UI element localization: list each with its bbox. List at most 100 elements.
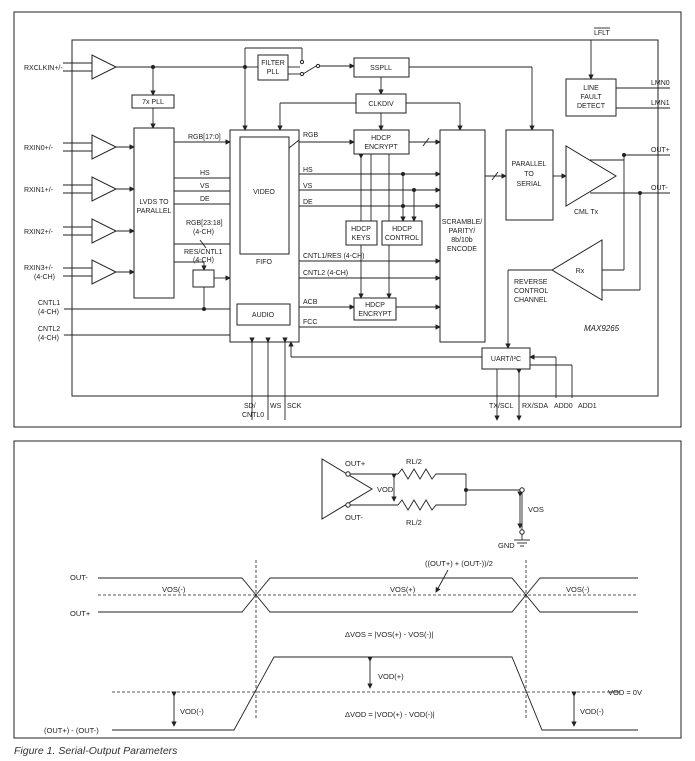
- uart-i2c-label: UART/I²C: [491, 356, 521, 363]
- res-cntl-mux: [192, 269, 215, 288]
- hdcp-keys-label-2: KEYS: [352, 235, 371, 242]
- cntl2-label: CNTL2: [38, 326, 60, 333]
- vod-neg-2-label: VOD(-): [580, 707, 604, 716]
- cntl1-label: CNTL1: [38, 300, 60, 307]
- line-fault-label-2: FAULT: [580, 94, 602, 101]
- sspll-block: [353, 57, 410, 78]
- lvds-label-1: LVDS TO: [139, 199, 169, 206]
- hdcp-control-label-2: CONTROL: [385, 235, 419, 242]
- chip-boundary: [71, 39, 659, 397]
- rxin0-buffer: [91, 134, 118, 160]
- clkdiv-label: CLKDIV: [368, 101, 394, 108]
- sd-pin-sub: CNTL0: [242, 412, 264, 419]
- line-fault-detect-block: [565, 78, 617, 117]
- rxin3-buffer: [91, 259, 118, 285]
- sspll-label: SSPLL: [370, 65, 392, 72]
- lflt-pin: LFLT: [594, 30, 611, 37]
- de-in-label: DE: [200, 196, 210, 203]
- vos-neg-2-label: VOS(-): [566, 585, 590, 594]
- cntl1-res-label: CNTL1/RES (4-CH): [303, 253, 364, 260]
- rx-sda-pin: RX/SDA: [522, 403, 548, 410]
- filter-pll-block: [257, 54, 289, 81]
- output-driver-symbol: [321, 458, 373, 520]
- parallel-to-serial-block: [505, 129, 554, 221]
- gnd-label: GND: [498, 541, 515, 550]
- p2s-label-2: TO: [524, 171, 534, 178]
- video-label: VIDEO: [253, 189, 275, 196]
- rxin0-label: RXIN0+/-: [24, 145, 54, 152]
- hs-out-label: HS: [303, 167, 313, 174]
- differential-label: (OUT+) - (OUT-): [44, 726, 99, 735]
- reverse-label-2: CONTROL: [514, 288, 548, 295]
- scramble-label-3: 8b/10b: [451, 237, 473, 244]
- video-block: [239, 136, 290, 255]
- hdcp-control-label-1: HDCP: [392, 226, 412, 233]
- vos-neg-1-label: VOS(-): [162, 585, 186, 594]
- rxin1-buffer: [91, 176, 118, 202]
- rgb-23-18-label: RGB[23:18]: [186, 220, 223, 227]
- rgb-17-0-label: RGB[17:0]: [188, 134, 221, 141]
- circuit-outn-label: OUT-: [345, 513, 363, 522]
- filter-pll-label-1: FILTER: [261, 60, 285, 67]
- vod-zero-label: VOD = 0V: [608, 688, 642, 697]
- hdcp-encrypt-1-label-2: ENCRYPT: [364, 144, 398, 151]
- figure-caption: Figure 1. Serial-Output Parameters: [14, 745, 178, 757]
- sd-pin: SD/: [244, 403, 256, 410]
- tx-scl-pin: TX/SCL: [489, 403, 514, 410]
- reverse-label-1: REVERSE: [514, 279, 548, 286]
- lvds-to-parallel-block: [133, 127, 175, 299]
- hdcp-control-block: [381, 220, 423, 246]
- vs-in-label: VS: [200, 183, 210, 190]
- hdcp-encrypt-2-label-1: HDCP: [365, 302, 385, 309]
- circuit-outp-label: OUT+: [345, 459, 366, 468]
- cntl1-sub-label: (4-CH): [38, 309, 59, 316]
- res-cntl1-sub-label: (4-CH): [193, 257, 214, 264]
- line-fault-label-3: DETECT: [577, 103, 606, 110]
- out-minus-pin: OUT-: [651, 185, 668, 192]
- hdcp-encrypt-2-block: [353, 297, 397, 321]
- rxin2-label: RXIN2+/-: [24, 229, 54, 236]
- waveform-outn-label: OUT-: [70, 573, 88, 582]
- vod-neg-1-label: VOD(-): [180, 707, 204, 716]
- res-cntl1-label: RES/CNTL1: [184, 249, 223, 256]
- scramble-label-1: SCRAMBLE/: [442, 219, 483, 226]
- lvds-label-2: PARALLEL: [137, 208, 172, 215]
- vod-circuit-label: VOD: [377, 485, 394, 494]
- fcc-label: FCC: [303, 319, 317, 326]
- pll-7x-label: 7x PLL: [142, 99, 164, 106]
- rl-top-label: RL/2: [406, 457, 422, 466]
- rxin1-label: RXIN1+/-: [24, 187, 54, 194]
- rx-receiver: [551, 239, 603, 301]
- hs-in-label: HS: [200, 170, 210, 177]
- hdcp-keys-block: [345, 220, 378, 246]
- sck-pin: SCK: [287, 403, 302, 410]
- hdcp-encrypt-2-label-2: ENCRYPT: [358, 311, 392, 318]
- cml-tx-label: CML Tx: [574, 209, 599, 216]
- audio-block: [236, 303, 291, 326]
- rxin3-sub-label: (4-CH): [34, 274, 55, 281]
- vod-pos-label: VOD(+): [378, 672, 404, 681]
- reverse-label-3: CHANNEL: [514, 297, 548, 304]
- line-fault-label-1: LINE: [583, 85, 599, 92]
- fifo-label: FIFO: [256, 259, 272, 266]
- p2s-label-1: PARALLEL: [512, 161, 547, 168]
- scramble-encode-block: [439, 129, 486, 343]
- delta-vod-label: ΔVOD = |VOD(+) - VOD(-)|: [345, 710, 435, 719]
- audio-label: AUDIO: [252, 312, 275, 319]
- lmn1-pin: LMN1: [651, 100, 670, 107]
- rxclkin-buffer: [91, 54, 118, 80]
- rl-bottom-label: RL/2: [406, 518, 422, 527]
- cntl2-sub-label: (4-CH): [38, 335, 59, 342]
- p2s-label-3: SERIAL: [517, 181, 542, 188]
- scramble-label-4: ENCODE: [447, 246, 477, 253]
- scramble-label-2: PARITY/: [449, 228, 476, 235]
- delta-vos-label: ΔVOS = |VOS(+) - VOS(-)|: [345, 630, 434, 639]
- de-out-label: DE: [303, 199, 313, 206]
- average-label: ((OUT+) + (OUT-))/2: [425, 559, 493, 568]
- input-buffers: [91, 54, 118, 285]
- rgb-out-label: RGB: [303, 132, 319, 139]
- rxclkin-label: RXCLKIN+/-: [24, 65, 63, 72]
- out-plus-pin: OUT+: [651, 147, 670, 154]
- hdcp-encrypt-1-label-1: HDCP: [371, 135, 391, 142]
